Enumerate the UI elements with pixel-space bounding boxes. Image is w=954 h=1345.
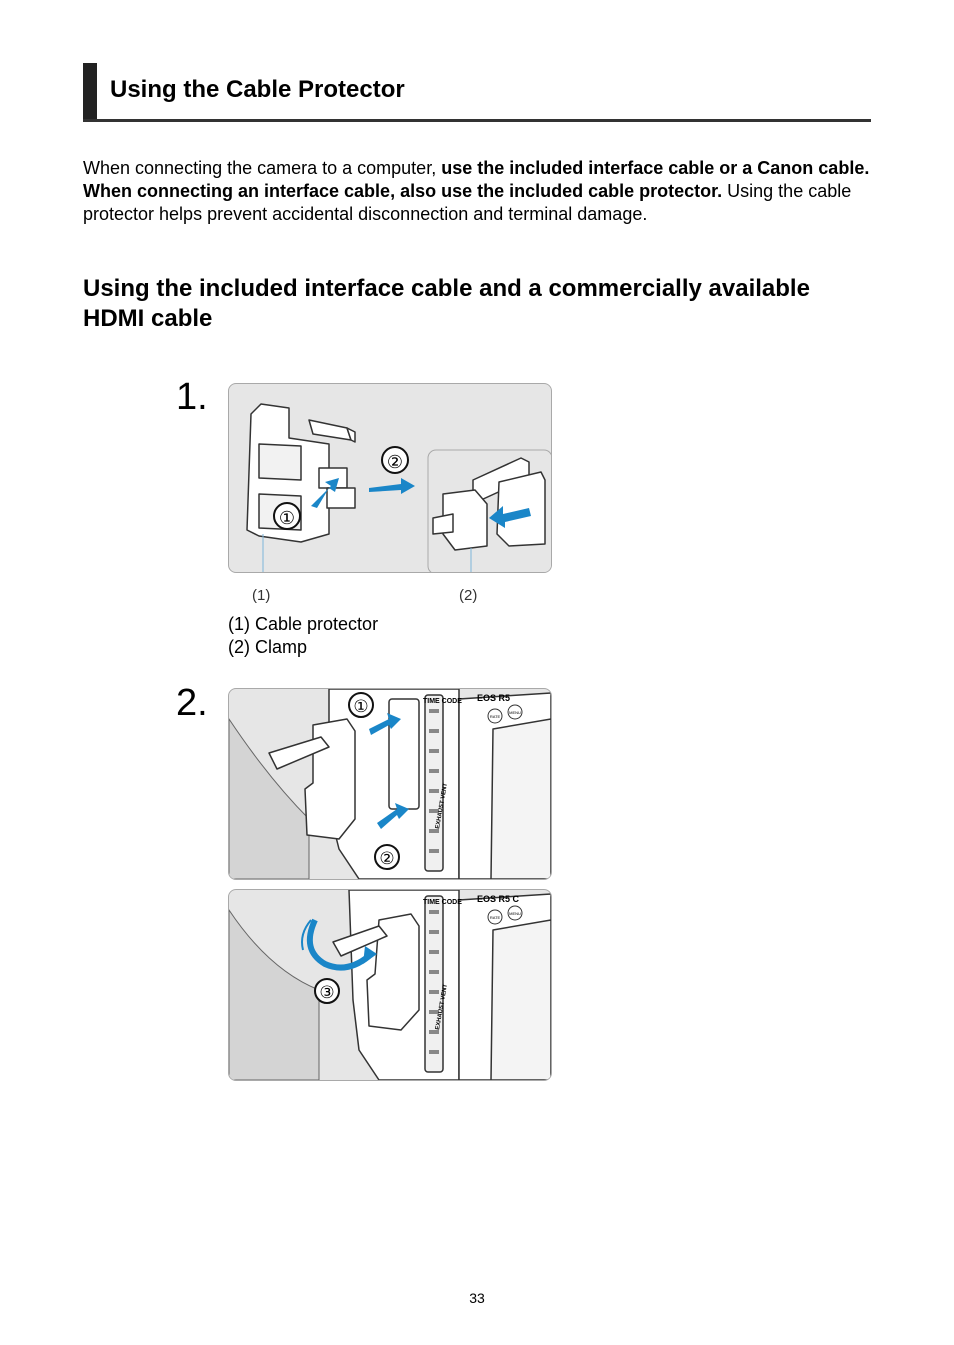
- figure-cable-protector: ① ②: [228, 383, 552, 573]
- heading-bar: [83, 63, 97, 119]
- marker-3: ③: [319, 983, 334, 1002]
- label-rate: RATE: [490, 714, 501, 719]
- label-time-code: TIME CODE: [423, 899, 462, 906]
- section-heading: Using the Cable Protector: [83, 63, 871, 122]
- camera-attach-illustration: TIME CODE EOS R5 RATE MENU EXHAUST VENT …: [229, 689, 551, 879]
- figure-attach-protector: TIME CODE EOS R5 RATE MENU EXHAUST VENT …: [228, 688, 552, 880]
- figure-secure-cable: TIME CODE EOS R5 C RATE MENU EXHAUST VEN…: [228, 889, 552, 1081]
- label-menu: MENU: [509, 710, 521, 715]
- intro-text: When connecting the camera to a computer…: [83, 157, 873, 226]
- callout-2: (2): [459, 587, 478, 604]
- label-model: EOS R5 C: [477, 894, 520, 904]
- intro-p1-bold: use the included interface cable or a Ca…: [441, 158, 870, 178]
- camera-secure-illustration: TIME CODE EOS R5 C RATE MENU EXHAUST VEN…: [229, 890, 551, 1080]
- marker-2: ②: [387, 452, 403, 472]
- intro-p2-bold: When connecting an interface cable, also…: [83, 181, 723, 201]
- label-rate: RATE: [490, 915, 501, 920]
- intro-p2-plain: Using the cable protector helps prevent …: [83, 181, 852, 224]
- intro-paragraph-1: When connecting the camera to a computer…: [83, 157, 873, 180]
- legend-item-clamp: (2) Clamp: [228, 637, 308, 657]
- label-time-code: TIME CODE: [423, 698, 462, 705]
- subsection-title: Using the included interface cable and a…: [83, 275, 810, 332]
- intro-paragraph-2: When connecting an interface cable, also…: [83, 180, 873, 226]
- legend-item-cable-protector: (1) Cable protector: [228, 614, 379, 634]
- callout-1: (1): [252, 587, 271, 604]
- marker-1: ①: [279, 508, 295, 528]
- label-menu: MENU: [509, 911, 521, 916]
- intro-p1-plain: When connecting the camera to a computer…: [83, 158, 442, 178]
- step-2-number: 2.: [176, 682, 208, 724]
- step-1-number: 1.: [176, 376, 208, 418]
- cable-protector-illustration: ① ②: [246, 403, 551, 572]
- marker-2: ②: [379, 849, 394, 868]
- page-number: 33: [469, 1290, 485, 1306]
- section-title: Using the Cable Protector: [110, 76, 405, 103]
- marker-1: ①: [353, 697, 368, 716]
- label-model: EOS R5: [477, 693, 510, 703]
- figure-legend: (1) Cable protector (2) Clamp: [228, 613, 378, 659]
